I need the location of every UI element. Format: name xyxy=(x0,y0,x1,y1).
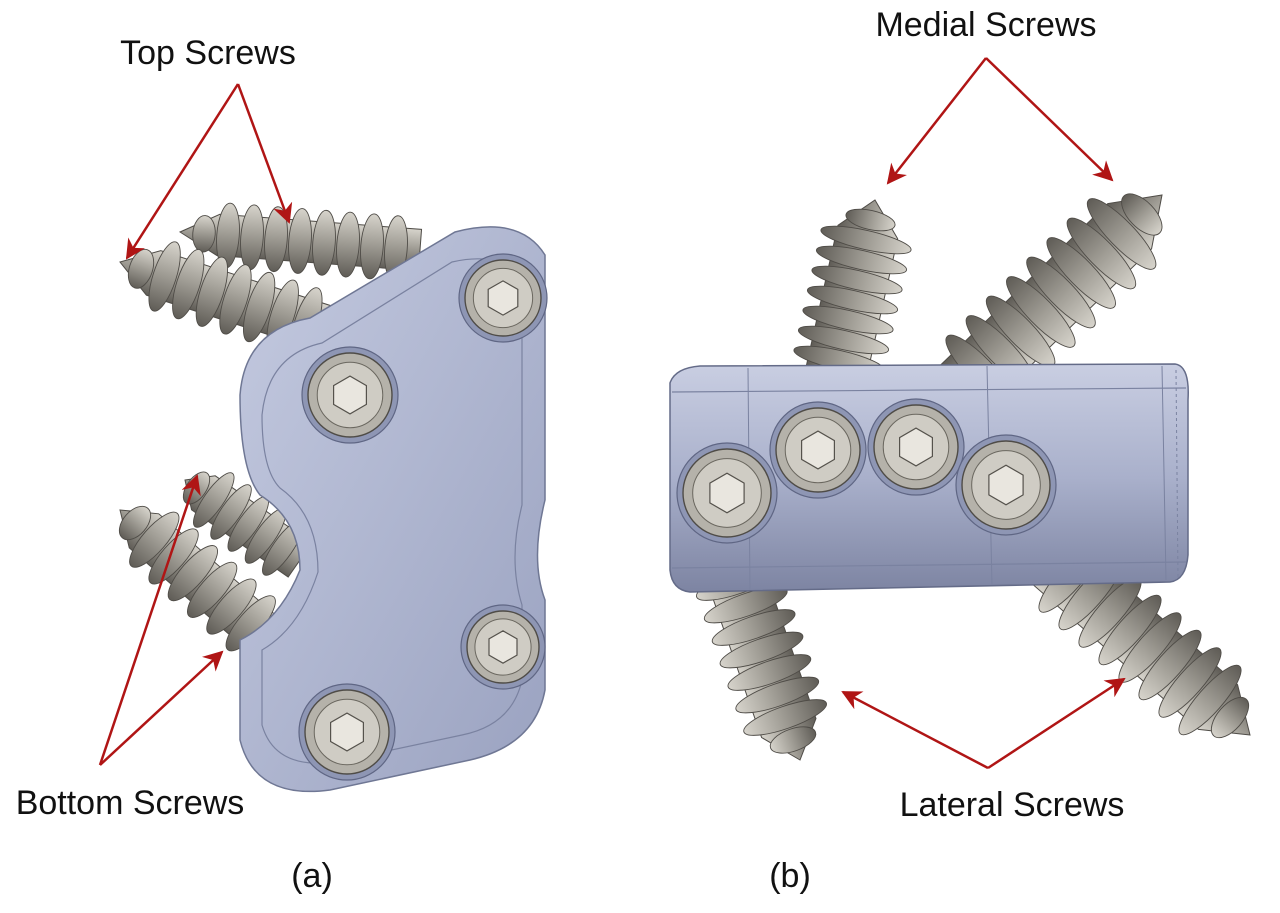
arrow-lateral-screws-left xyxy=(841,690,989,770)
panel-a-caption: (a) xyxy=(291,857,333,895)
screw-heads-b xyxy=(676,398,1057,544)
panel-b: Medial Screws Lateral Screws (b) xyxy=(669,6,1251,895)
arrow-medial-screws-left xyxy=(886,57,987,185)
arrow-top-screws-left xyxy=(125,83,240,260)
bottom-screw-back xyxy=(182,471,313,578)
arrow-top-screws-right xyxy=(236,83,293,224)
screw-head-b1 xyxy=(676,442,778,544)
bottom-screws-label: Bottom Screws xyxy=(16,784,245,822)
screw-head-bottom-left xyxy=(298,683,396,781)
arrow-medial-screws-right xyxy=(985,57,1114,182)
arrow-lateral-screws-right xyxy=(987,677,1126,770)
arrow-bottom-screws-left xyxy=(98,474,201,766)
screw-head-top-right xyxy=(458,253,548,343)
lateral-screws-label: Lateral Screws xyxy=(900,786,1125,824)
screw-head-bottom-right xyxy=(460,604,546,690)
medial-screws-label: Medial Screws xyxy=(875,6,1096,44)
screw-head-b3 xyxy=(867,398,965,496)
screw-heads-a xyxy=(298,253,548,781)
panel-b-caption: (b) xyxy=(769,857,811,895)
screw-head-top-left xyxy=(301,346,399,444)
bottom-screw-front xyxy=(118,505,286,658)
screw-head-b2 xyxy=(769,401,867,499)
arrow-bottom-screws-right xyxy=(99,650,224,766)
panel-a: Top Screws Bottom Screws (a) xyxy=(16,34,548,895)
screw-head-b4 xyxy=(955,434,1057,536)
top-screws-label: Top Screws xyxy=(120,34,296,72)
